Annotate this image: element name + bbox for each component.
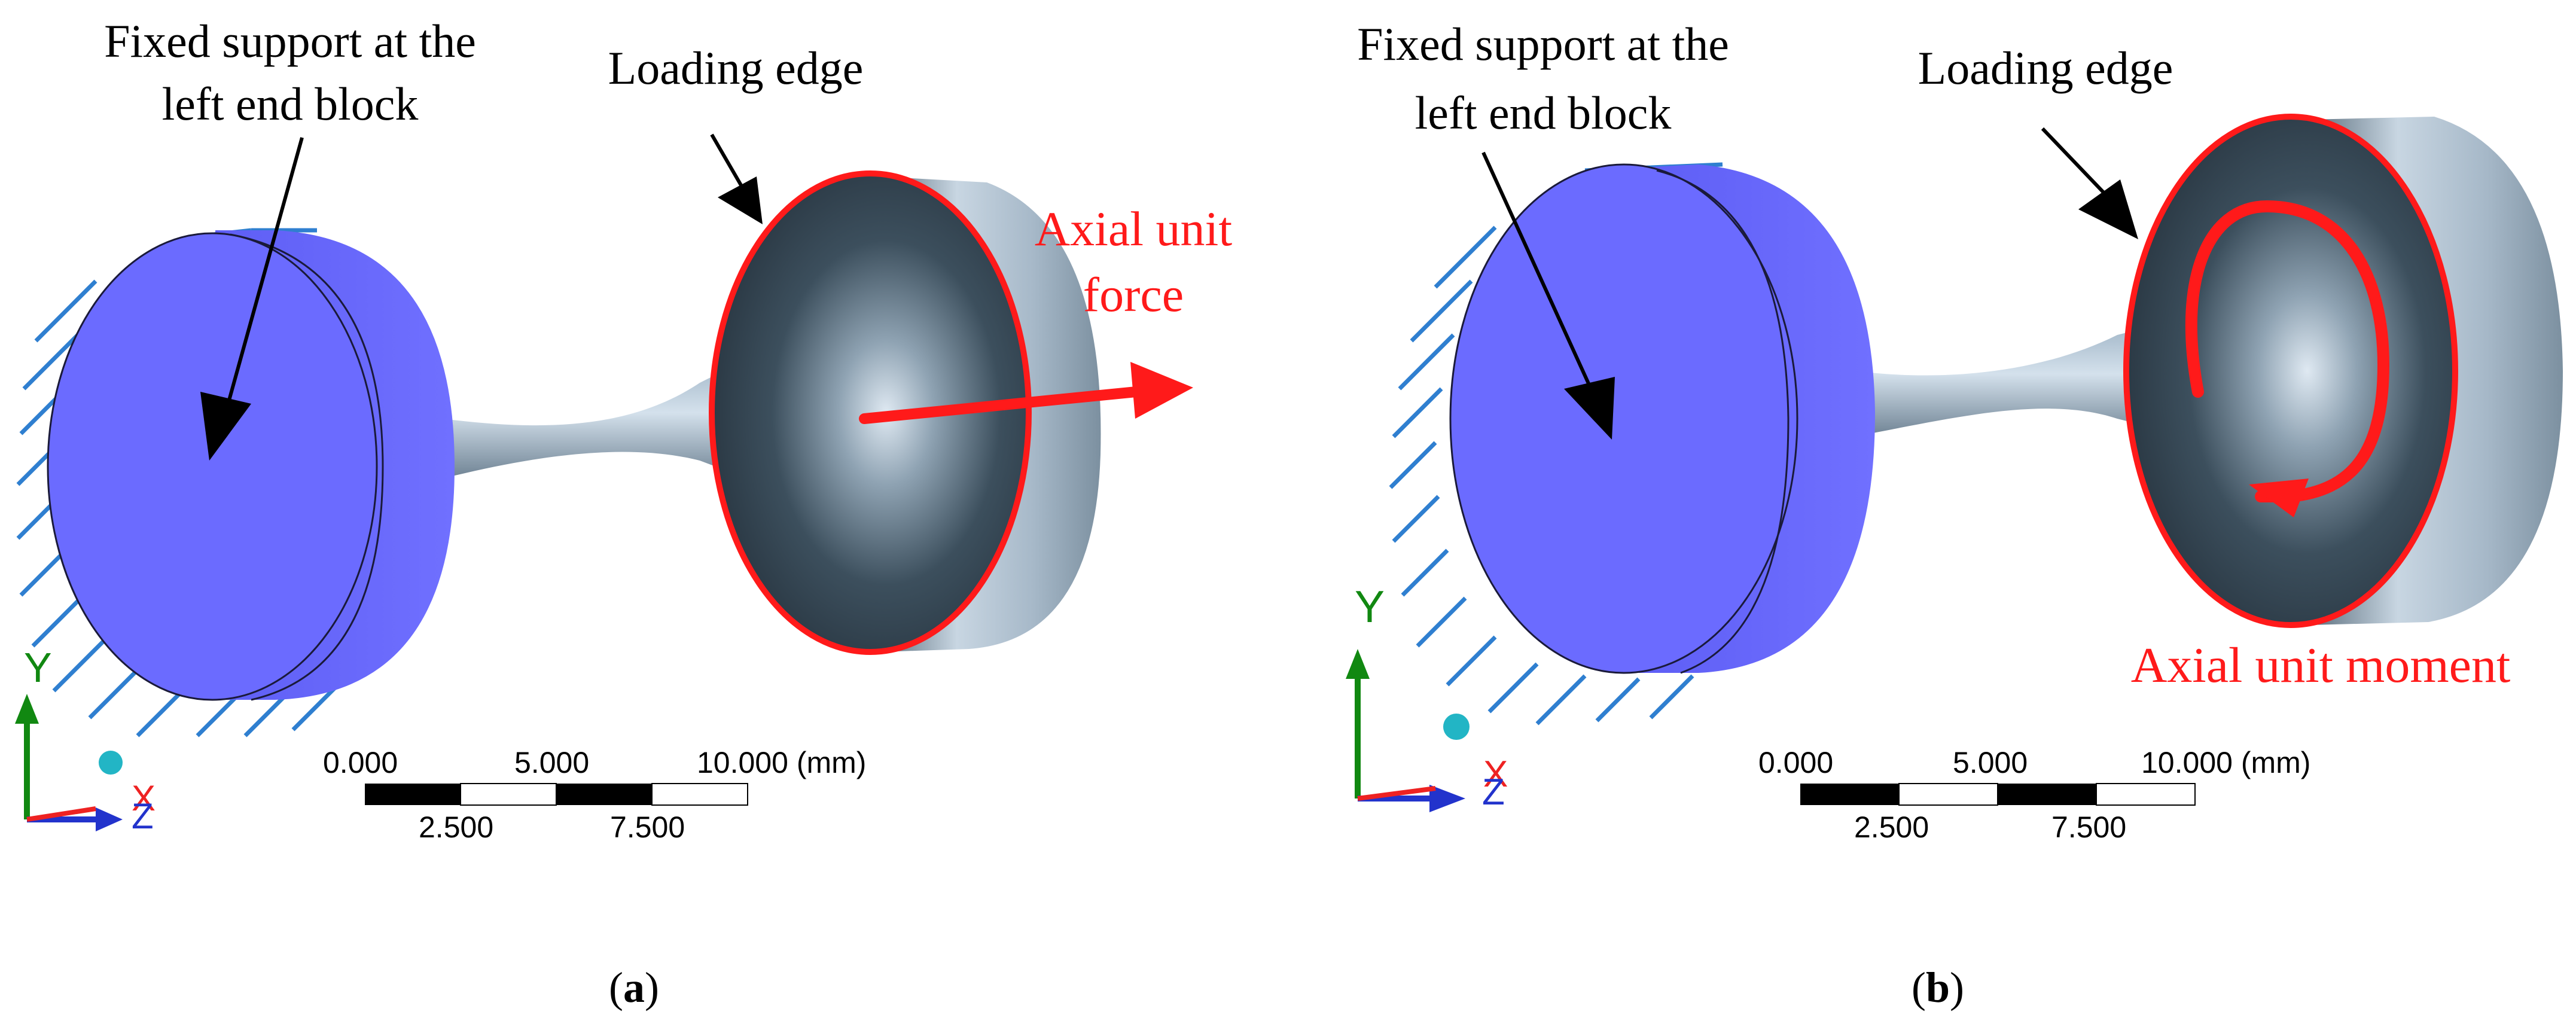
panel-b: Fixed support at the left end block Load… bbox=[1346, 18, 2563, 1011]
loading-edge-arrow bbox=[710, 133, 763, 224]
left-block-back-edge bbox=[1656, 169, 1790, 674]
loading-edge bbox=[709, 170, 1032, 655]
scale-tick-7-5: 7.500 bbox=[610, 810, 685, 844]
scale-tick-10: 10.000 (mm) bbox=[2141, 746, 2310, 779]
fixed-support-label-line1: Fixed support at the bbox=[104, 15, 476, 67]
fixed-support-arrow bbox=[200, 137, 304, 461]
axis-y-label: Y bbox=[24, 644, 52, 691]
axis-x-label: X bbox=[1483, 754, 1508, 795]
axial-force-label-line1: Axial unit bbox=[1035, 202, 1232, 256]
scale-tick-0: 0.000 bbox=[323, 746, 398, 779]
fixed-support-label-line2: left end block bbox=[162, 78, 419, 130]
left-block-back-edge bbox=[230, 233, 384, 701]
scale-tick-7-5: 7.500 bbox=[2051, 810, 2126, 844]
caption-a: (a) bbox=[609, 964, 659, 1011]
specimen-neck bbox=[1854, 323, 2165, 437]
loading-edge-label: Loading edge bbox=[608, 42, 864, 94]
axial-force-arrow bbox=[859, 362, 1193, 424]
axis-triad: Y X Z bbox=[1346, 581, 1508, 813]
scale-tick-10: 10.000 (mm) bbox=[697, 746, 866, 779]
specimen-neck bbox=[443, 359, 748, 479]
scale-tick-2-5: 2.500 bbox=[419, 810, 493, 844]
fixed-support-arrow bbox=[1481, 151, 1615, 440]
loading-edge-label: Loading edge bbox=[1918, 42, 2173, 94]
axis-triad: Y X Z bbox=[15, 644, 156, 836]
axis-z-label: Z bbox=[1482, 772, 1505, 813]
fixed-support-label-line1: Fixed support at the bbox=[1357, 18, 1729, 70]
scale-tick-5: 5.000 bbox=[514, 746, 589, 779]
loading-edge bbox=[2123, 114, 2458, 628]
caption-b: (b) bbox=[1912, 964, 1964, 1011]
fixed-support-hatch bbox=[1389, 162, 1723, 726]
axis-z-label: Z bbox=[132, 796, 154, 836]
axial-moment-label: Axial unit moment bbox=[2131, 638, 2511, 693]
panel-a: Fixed support at the left end block Load… bbox=[15, 15, 1232, 1011]
axial-moment-arrow bbox=[2185, 200, 2390, 517]
left-block-face bbox=[47, 232, 378, 701]
axial-force-label-line2: force bbox=[1083, 267, 1184, 322]
origin-ball bbox=[1443, 714, 1470, 740]
scale-bar: 0.000 5.000 10.000 (mm) 2.500 7.500 bbox=[1758, 746, 2310, 844]
scale-tick-2-5: 2.500 bbox=[1854, 810, 1929, 844]
axis-y-label: Y bbox=[1355, 581, 1385, 632]
left-block-face bbox=[1449, 163, 1798, 674]
scale-bar: 0.000 5.000 10.000 (mm) 2.500 7.500 bbox=[323, 746, 866, 844]
scale-tick-5: 5.000 bbox=[1953, 746, 2028, 779]
axis-x-label: X bbox=[132, 778, 156, 818]
scale-tick-0: 0.000 bbox=[1758, 746, 1833, 779]
loading-edge-arrow bbox=[2041, 127, 2138, 239]
origin-ball bbox=[99, 751, 123, 775]
fixed-support-label-line2: left end block bbox=[1415, 87, 1672, 139]
